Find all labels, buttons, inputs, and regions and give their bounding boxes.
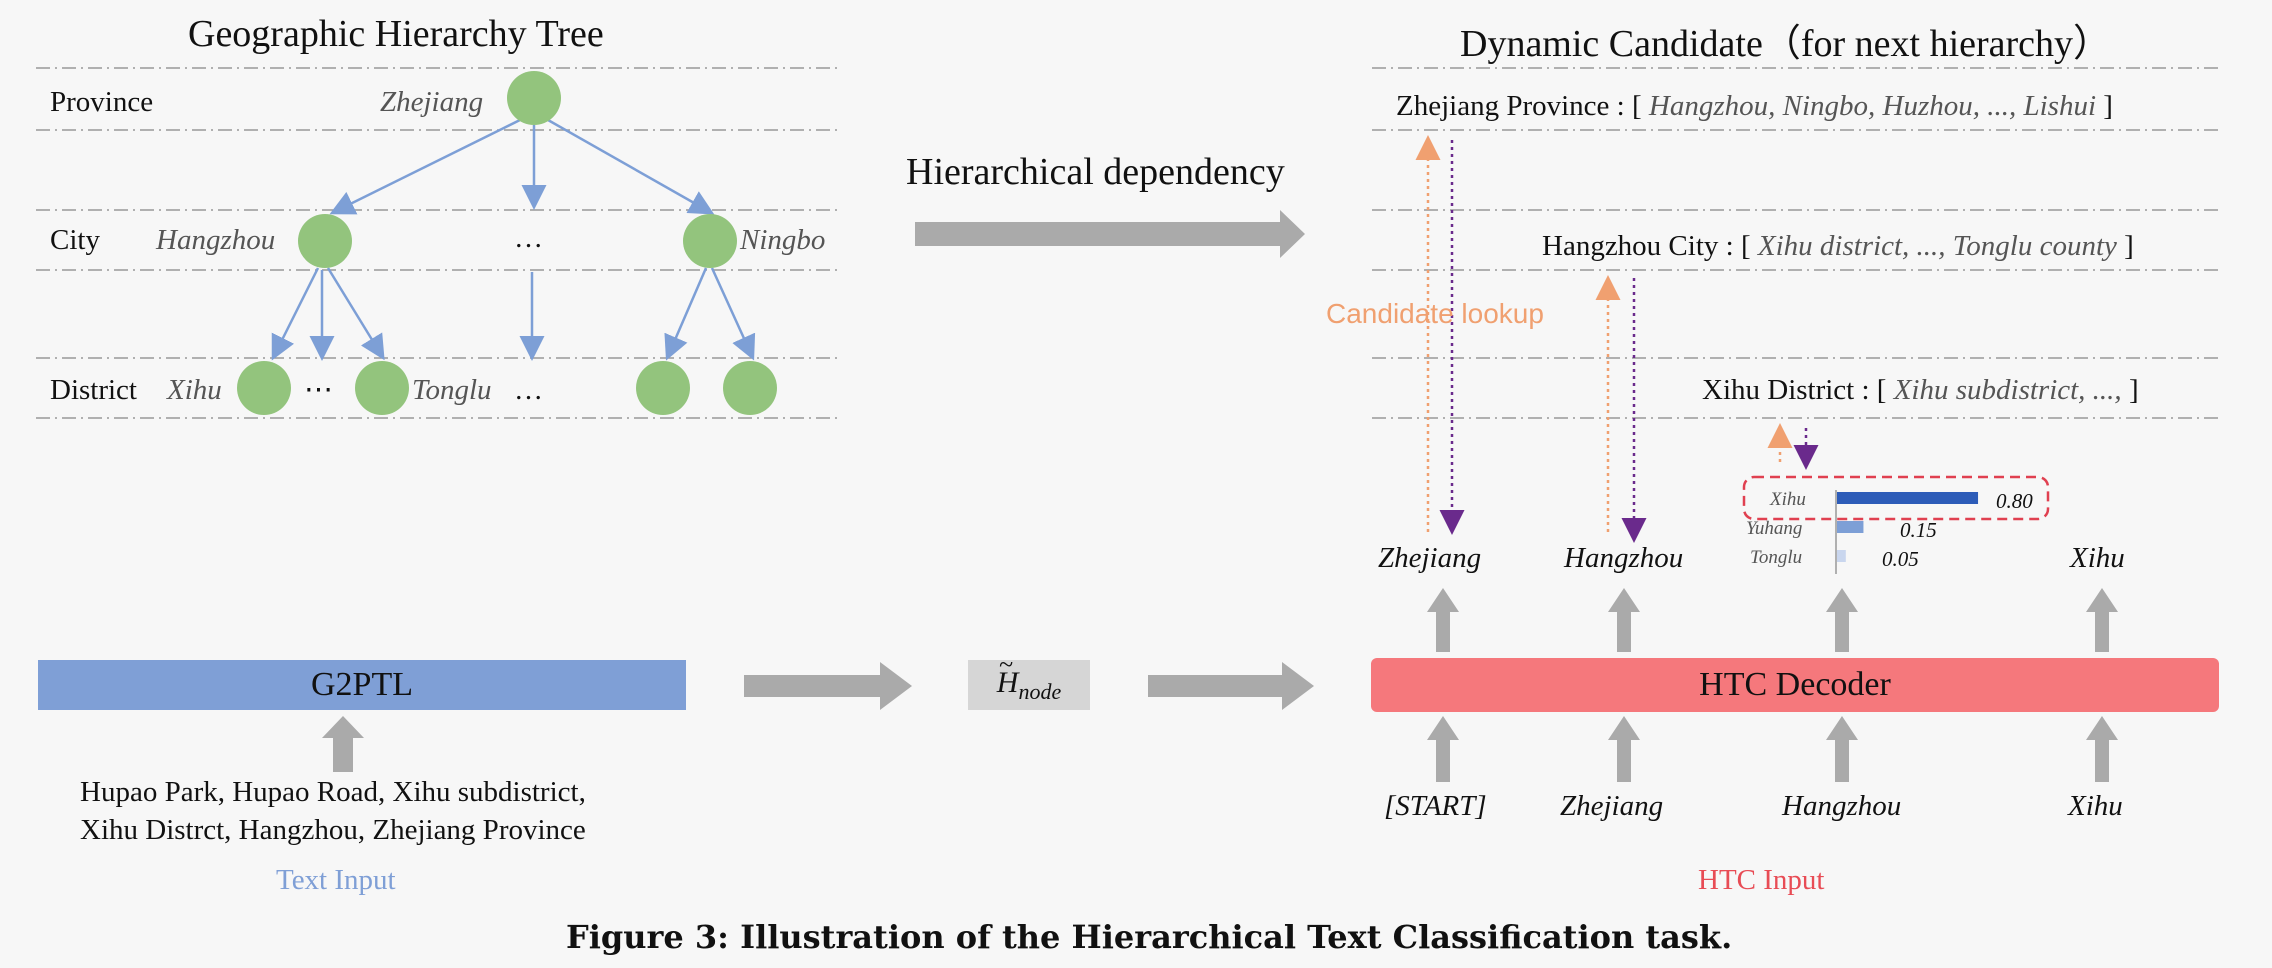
- ellipsis-city: …: [514, 222, 543, 254]
- output-hangzhou: Hangzhou: [1564, 542, 1684, 574]
- hnode-box: ~Hnode: [968, 649, 1090, 710]
- prob-highlight-box: [1742, 475, 2050, 521]
- prob-bar-xihu: [1837, 492, 1979, 504]
- tree-title: Geographic Hierarchy Tree: [188, 13, 604, 55]
- level-district: District: [50, 374, 137, 406]
- ellipsis-district-dots: ⋯: [304, 374, 333, 406]
- node-ningbo: [683, 214, 737, 268]
- ellipsis-district: …: [514, 374, 543, 406]
- lookup-arrows: [1415, 135, 1793, 532]
- text-input-line1: Hupao Park, Hupao Road, Xihu subdistrict…: [80, 776, 586, 808]
- figure-caption: Figure 3: Illustration of the Hierarchic…: [566, 918, 1733, 956]
- g2ptl-box: G2PTL: [38, 660, 686, 710]
- node-label-xihu: Xihu: [167, 374, 222, 406]
- tree-edges: [271, 118, 756, 361]
- prob-bar-yuhang: [1837, 521, 1864, 533]
- prob-label-yuhang: Yuhang: [1746, 518, 1803, 539]
- input-xihu: Xihu: [2068, 790, 2123, 822]
- right-level-lines: [1372, 67, 2222, 419]
- candidate-lookup-label: Candidate lookup: [1326, 298, 1544, 329]
- node-label-ningbo: Ningbo: [740, 224, 826, 256]
- node-district-a: [636, 361, 690, 415]
- node-hangzhou: [298, 214, 352, 268]
- province-candidates: Zhejiang Province : [ Hangzhou, Ningbo, …: [1396, 90, 2113, 122]
- node-label-hangzhou: Hangzhou: [156, 224, 276, 256]
- city-candidates: Hangzhou City : [ Xihu district, ..., To…: [1542, 230, 2134, 262]
- prob-label-xihu: Xihu: [1770, 489, 1806, 510]
- hnode-symbol: ~Hnode: [996, 649, 1062, 704]
- prob-value-yuhang: 0.15: [1900, 518, 1937, 542]
- input-hangzhou: Hangzhou: [1782, 790, 1902, 822]
- dependency-label: Hierarchical dependency: [906, 151, 1285, 193]
- node-label-tonglu: Tonglu: [412, 374, 492, 406]
- candidate-title: Dynamic Candidate（for next hierarchy）: [1460, 23, 2112, 65]
- prob-label-tonglu: Tonglu: [1750, 547, 1803, 568]
- node-tonglu: [355, 361, 409, 415]
- probability-bars: [1837, 492, 1979, 562]
- node-district-b: [723, 361, 777, 415]
- prob-value-xihu: 0.80: [1996, 489, 2033, 513]
- input-zhejiang: Zhejiang: [1560, 790, 1664, 822]
- text-input-caption: Text Input: [276, 864, 396, 896]
- node-zhejiang: [507, 71, 561, 125]
- input-start: [START]: [1384, 790, 1487, 822]
- output-zhejiang: Zhejiang: [1378, 542, 1482, 574]
- node-xihu: [237, 361, 291, 415]
- left-level-lines: [36, 67, 842, 419]
- gray-arrows: [322, 210, 2118, 782]
- level-city: City: [50, 224, 100, 256]
- district-candidates: Xihu District : [ Xihu subdistrict, ...,…: [1702, 374, 2139, 406]
- text-input-line2: Xihu Distrct, Hangzhou, Zhejiang Provinc…: [80, 814, 586, 846]
- output-xihu: Xihu: [2070, 542, 2125, 574]
- prob-value-tonglu: 0.05: [1882, 547, 1919, 571]
- htc-input-caption: HTC Input: [1698, 864, 1825, 896]
- htc-decoder-box: HTC Decoder: [1371, 658, 2219, 712]
- node-label-zhejiang: Zhejiang: [380, 86, 484, 118]
- prob-bar-tonglu: [1837, 550, 1846, 562]
- dependency-down-arrows: [1439, 140, 1819, 543]
- level-province: Province: [50, 86, 154, 118]
